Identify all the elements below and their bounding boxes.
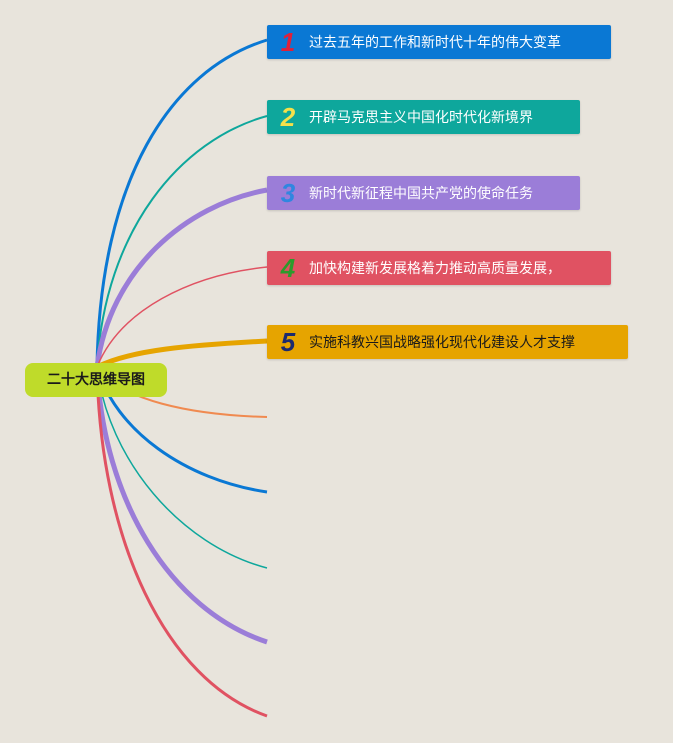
topic-2-number: 2 <box>280 102 296 132</box>
branch-9 <box>94 366 268 645</box>
topic-3[interactable]: 3 新时代新征程中国共产党的使命任务 <box>267 176 580 210</box>
topic-1-number: 1 <box>280 27 296 57</box>
topic-4-label: 加快构建新发展格着力推动高质量发展， <box>309 261 561 277</box>
topic-1-label: 过去五年的工作和新时代十年的伟大变革 <box>309 35 561 51</box>
topic-3-label: 新时代新征程中国共产党的使命任务 <box>309 186 533 202</box>
root-node[interactable]: 二十大思维导图 <box>25 363 167 397</box>
branch-3 <box>94 187 268 368</box>
branch-2 <box>96 115 268 368</box>
branch-10 <box>95 366 268 718</box>
branch-5 <box>95 338 268 370</box>
branch-8 <box>96 366 268 569</box>
topic-1[interactable]: 1 过去五年的工作和新时代十年的伟大变革 <box>267 25 611 59</box>
branch-4 <box>96 266 268 368</box>
topic-3-number: 3 <box>280 178 296 208</box>
topic-5-number: 5 <box>280 327 296 357</box>
topic-4-number: 4 <box>280 253 296 283</box>
topic-2[interactable]: 2 开辟马克思主义中国化时代化新境界 <box>267 100 580 134</box>
topic-4[interactable]: 4 加快构建新发展格着力推动高质量发展， <box>267 251 611 285</box>
topic-5[interactable]: 5 实施科教兴国战略强化现代化建设人才支撑 <box>267 325 628 359</box>
topic-2-label: 开辟马克思主义中国化时代化新境界 <box>309 110 533 126</box>
topic-5-label: 实施科教兴国战略强化现代化建设人才支撑 <box>309 335 575 351</box>
branch-1 <box>95 38 268 368</box>
